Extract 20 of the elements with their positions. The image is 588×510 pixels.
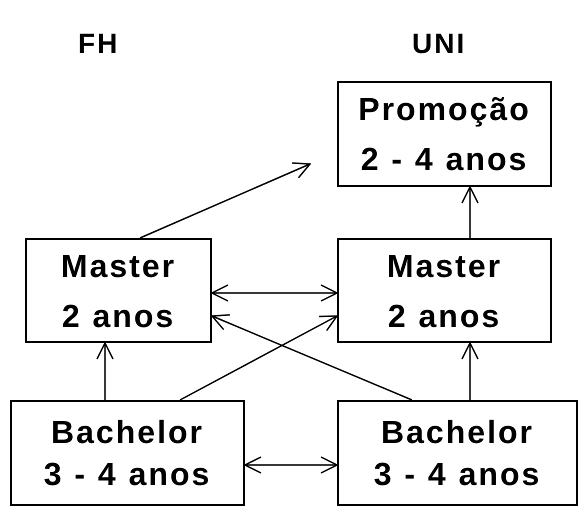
arrow [244,456,338,474]
process-box [337,81,552,187]
arrow [96,342,114,400]
process-box [337,400,578,506]
box-label: Master 2 anos [386,246,502,336]
box-label: Master 2 anos [60,246,176,336]
process-box [337,238,552,343]
column-heading: UNI [412,28,466,60]
arrow [211,284,338,302]
box-label: Bachelor 3 - 4 anos [374,413,542,494]
arrow [461,186,479,238]
arrow [211,314,412,401]
column-heading: FH [78,28,120,60]
process-box [10,400,245,506]
arrow [461,342,479,400]
arrow [180,315,338,401]
box-label: Promoção 2 - 4 anos [358,90,531,179]
arrow [140,162,311,239]
process-box [25,238,212,343]
box-label: Bachelor 3 - 4 anos [44,413,212,494]
